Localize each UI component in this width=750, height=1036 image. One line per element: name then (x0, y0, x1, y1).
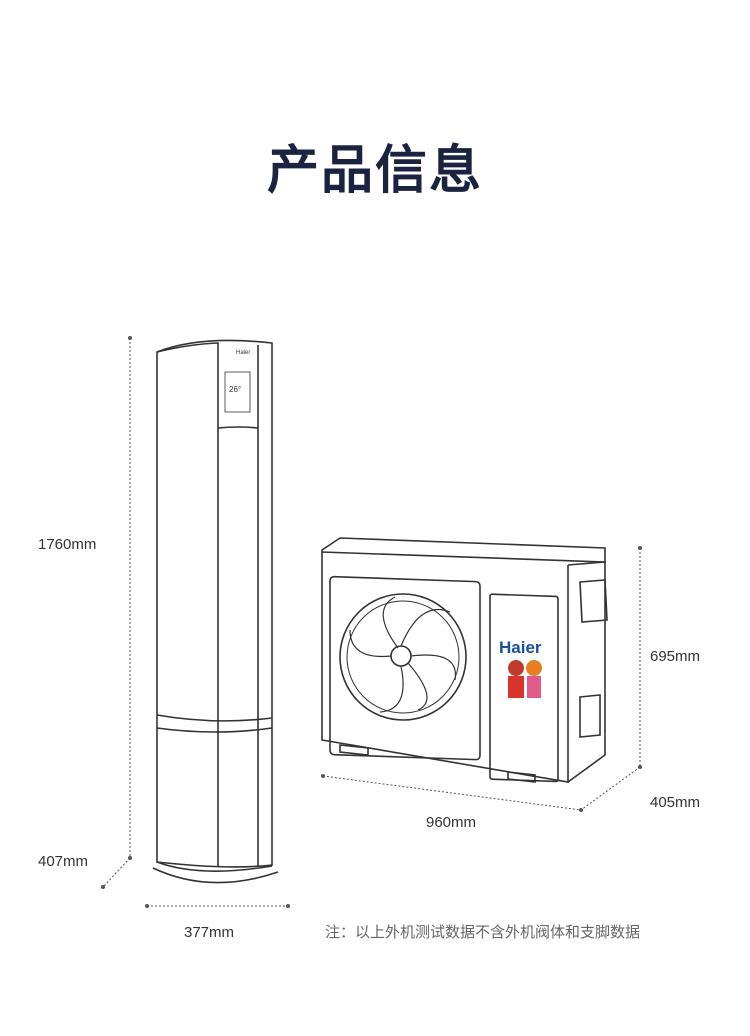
outdoor-dimension-lines (322, 548, 641, 811)
indoor-unit-illustration (152, 339, 279, 884)
indoor-height-label: 1760mm (38, 536, 97, 553)
indoor-display-temp: 26° (229, 385, 241, 394)
indoor-width-label: 377mm (184, 924, 235, 941)
indoor-depth-label: 407mm (38, 853, 89, 870)
outdoor-width-label: 960mm (426, 814, 477, 831)
page-title: 产品信息 (266, 141, 483, 201)
outdoor-depth-label: 405mm (650, 794, 701, 811)
indoor-dimension-markers (101, 336, 290, 908)
outdoor-unit-illustration (321, 537, 608, 783)
indoor-brand-logo: Haier (236, 350, 250, 356)
indoor-dimension-lines (102, 338, 288, 907)
footnote: 注：以上外机测试数据不含外机阀体和支脚数据 (325, 923, 641, 941)
outdoor-height-label: 695mm (650, 648, 701, 665)
mascot-icon (508, 660, 542, 698)
outdoor-dimension-markers (321, 546, 642, 812)
outdoor-brand-logo: Haier (499, 638, 542, 657)
